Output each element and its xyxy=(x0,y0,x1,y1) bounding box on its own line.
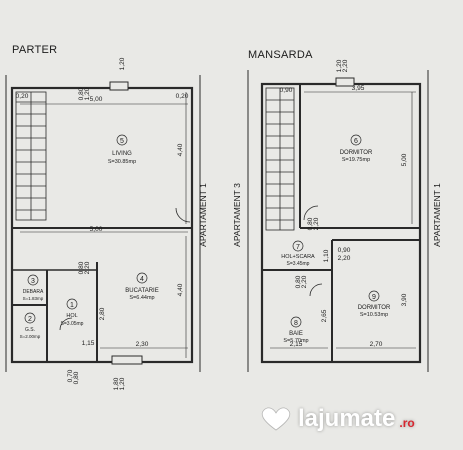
dim-label: 1,20 xyxy=(119,57,126,70)
room-area: S=2.00mp xyxy=(20,334,41,339)
parter-door-hol xyxy=(59,317,73,331)
parter-plan xyxy=(5,75,201,372)
room-number-badge xyxy=(292,240,304,252)
dim-label: 5,00 xyxy=(401,153,408,166)
room-number-badge xyxy=(27,274,39,286)
room-area: S=10.53mp xyxy=(360,312,388,318)
room-number-badge xyxy=(136,272,148,284)
room-number: 3 xyxy=(31,278,35,285)
dim-label: 0,80 xyxy=(307,217,314,230)
room-name: DORMITOR xyxy=(358,305,391,311)
dim-label: 3,95 xyxy=(352,85,365,92)
dim-label: 2,20 xyxy=(313,217,320,230)
dim-label: 2,20 xyxy=(301,275,308,288)
mansarda-stair xyxy=(265,87,295,231)
room-area: S=3.05mp xyxy=(61,321,84,327)
mansarda-room-tags: 6 DORMITOR S=19.75mp 7 HOL+SCARA S=3.45m… xyxy=(281,134,391,344)
watermark-domain: .ro xyxy=(399,416,415,430)
mansarda-side-label-right: APARTAMENT 1 xyxy=(432,183,442,247)
dim-label: 0,20 xyxy=(16,93,29,100)
room-name: LIVING xyxy=(112,151,132,157)
room-area: S=30.85mp xyxy=(108,159,136,165)
dim-label: 0,80 xyxy=(73,371,80,384)
room-number-badge xyxy=(66,298,78,310)
room-name: HOL xyxy=(66,313,77,319)
dim-label: 0,80 xyxy=(295,275,302,288)
mansarda-title: MANSARDA xyxy=(248,49,313,61)
room-number: 7 xyxy=(296,244,300,251)
parter-stair xyxy=(15,91,47,221)
room-number: 1 xyxy=(70,302,74,309)
dim-label: 1,20 xyxy=(119,377,126,390)
room-area: S=6.44mp xyxy=(129,295,154,301)
parter-window-top xyxy=(109,81,129,91)
dim-label: 1,80 xyxy=(113,377,120,390)
dim-label: 0,90 xyxy=(280,87,293,94)
parter-title: PARTER xyxy=(12,44,58,56)
room-number-badge xyxy=(116,134,128,146)
dim-label: 4,40 xyxy=(177,283,184,296)
room-number: 6 xyxy=(354,138,358,145)
room-name: DORMITOR xyxy=(340,150,373,156)
room-number-badge xyxy=(290,316,302,328)
parter-side-label: APARTAMENT 1 xyxy=(198,183,208,247)
heart-logo-icon xyxy=(261,407,291,431)
room-name: DEBARA xyxy=(23,289,44,295)
room-name: HOL+SCARA xyxy=(281,254,315,260)
room-area: S=19.75mp xyxy=(342,157,370,163)
room-number: 2 xyxy=(28,316,32,323)
dim-label: 0,90 xyxy=(338,247,351,254)
mansarda-window-top xyxy=(335,77,355,87)
parter-door-living xyxy=(175,207,191,223)
dim-label: 2,70 xyxy=(370,341,383,348)
dim-label: 0,70 xyxy=(67,369,74,382)
lajumate-watermark: lajumate.ro xyxy=(258,405,415,433)
dim-label: 0,80 xyxy=(78,87,85,100)
room-area: S=5.70mp xyxy=(283,338,308,344)
dim-label: 2,65 xyxy=(321,309,328,322)
mansarda-outer-wall xyxy=(260,82,422,364)
room-number-badge xyxy=(368,290,380,302)
room-name: G.S. xyxy=(25,327,35,333)
room-number: 4 xyxy=(140,276,144,283)
dim-label: 2,20 xyxy=(84,261,91,274)
room-number: 8 xyxy=(294,320,298,327)
dim-label: 3,90 xyxy=(401,293,408,306)
dim-label: 1,10 xyxy=(323,249,330,262)
room-number-badge xyxy=(350,134,362,146)
dim-label: 2,20 xyxy=(338,255,351,262)
mansarda-labels: 3,95 0,90 5,00 0,80 2,20 0,90 2,20 1,10 … xyxy=(280,59,408,348)
dim-label: 1,15 xyxy=(82,340,95,347)
room-number: 9 xyxy=(372,294,376,301)
parter-room-tags: 5 LIVING S=30.85mp 4 BUCATARIE S=6.44mp … xyxy=(20,134,159,339)
dim-label: 0,20 xyxy=(176,93,189,100)
mansarda-side-label-left: APARTAMENT 3 xyxy=(232,183,242,247)
dim-label: 5,00 xyxy=(90,226,103,233)
room-number-badge xyxy=(24,312,36,324)
parter-labels: 5,00 5,00 4,40 4,40 2,30 2,80 0,20 0,20 … xyxy=(16,57,189,390)
room-number: 5 xyxy=(120,138,124,145)
dim-label: 5,00 xyxy=(90,96,103,103)
mansarda-plan xyxy=(247,70,429,372)
dim-label: 1,20 xyxy=(336,59,343,72)
mansarda-door-bath xyxy=(309,283,323,297)
room-area: S=3.45mp xyxy=(287,261,310,267)
room-name: BAIE xyxy=(289,331,303,337)
dim-label: 2,15 xyxy=(290,341,303,348)
dim-label: 4,40 xyxy=(177,143,184,156)
room-area: S=1.83mp xyxy=(23,296,44,301)
parter-window-bottom xyxy=(111,355,143,365)
dim-label: 2,20 xyxy=(342,59,349,72)
mansarda-door-hall xyxy=(303,205,319,221)
dim-label: 2,80 xyxy=(99,307,106,320)
room-name: BUCATARIE xyxy=(125,288,158,294)
dim-label: 1,20 xyxy=(84,87,91,100)
dim-label: 2,30 xyxy=(136,341,149,348)
parter-outer-wall xyxy=(10,86,194,364)
watermark-brand: lajumate xyxy=(298,405,396,432)
dim-label: 0,80 xyxy=(78,261,85,274)
